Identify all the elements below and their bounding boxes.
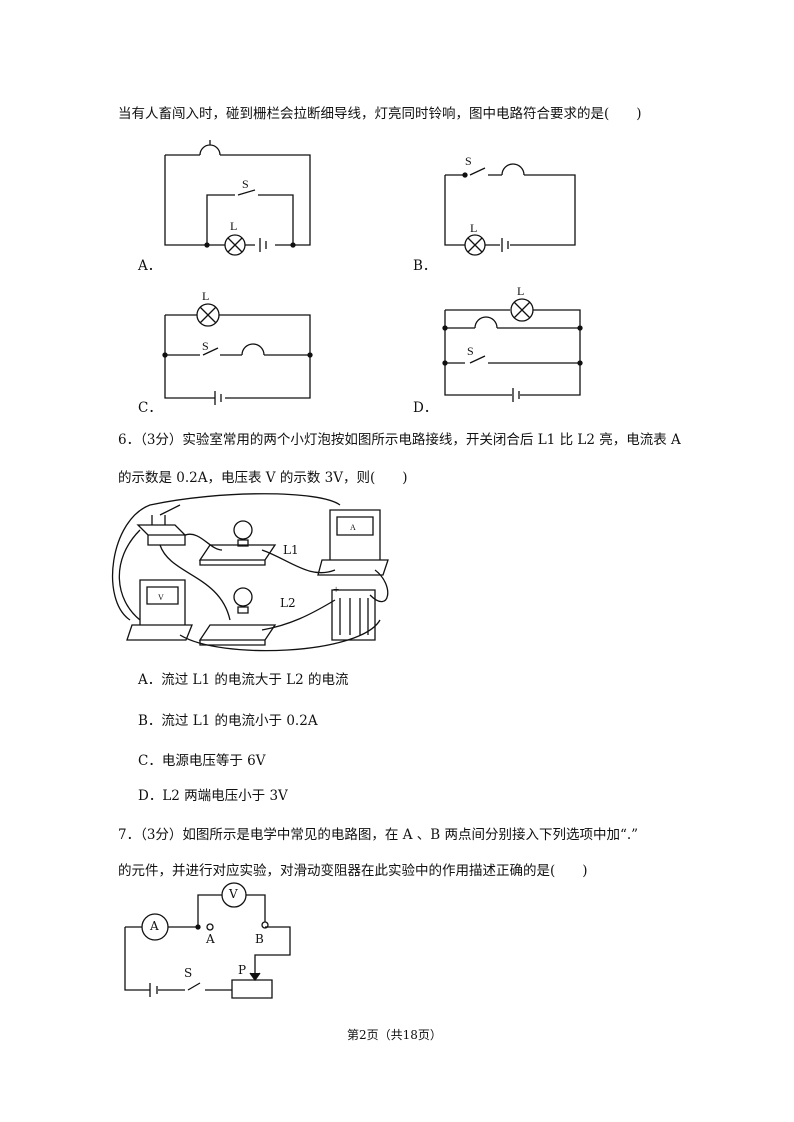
svg-text:L: L: [202, 289, 209, 303]
label-l2: L2: [280, 596, 296, 610]
svg-text:S: S: [242, 177, 249, 191]
q6-option-d: D．L2 两端电压小于 3V: [138, 788, 288, 804]
lab-circuit-figure: A V +: [111, 493, 389, 652]
q6-option-c: C．电源电压等于 6V: [138, 753, 266, 769]
q5-option-a: A．: [138, 258, 162, 274]
q5-stem: 当有人畜闯入时，碰到栅栏会拉断细导线，灯亮同时铃响，图中电路符合要求的是( ): [118, 106, 642, 122]
circuit-a: SL: [164, 140, 311, 256]
page-footer: 第2页（共18页）: [347, 1028, 442, 1042]
point-a-label: A: [206, 932, 215, 946]
circuit-b: SL: [444, 154, 576, 256]
circuit-d: LS: [442, 284, 583, 402]
label-l1: L1: [283, 543, 299, 557]
q7-stem-line1: 7．（3分）如图所示是电学中常见的电路图，在 A 、B 两点间分别接入下列选项中…: [118, 827, 639, 843]
voltmeter-label: V: [229, 887, 238, 901]
svg-text:L: L: [470, 221, 477, 235]
slider-p-label: P: [238, 963, 247, 977]
q6-stem-line2: 的示数是 0.2A，电压表 V 的示数 3V，则( ): [118, 470, 408, 486]
q5-option-c: C．: [138, 400, 162, 416]
svg-text:V: V: [158, 593, 164, 602]
svg-text:S: S: [465, 154, 472, 168]
svg-text:L: L: [517, 284, 524, 298]
svg-text:L: L: [230, 219, 237, 233]
q5-option-d: D．: [413, 400, 438, 416]
q6-option-b: B．流过 L1 的电流小于 0.2A: [138, 713, 318, 729]
q6-stem-line1: 6．（3分）实验室常用的两个小灯泡按如图所示电路接线，开关闭合后 L1 比 L2…: [118, 432, 681, 448]
q6-option-a: A．流过 L1 的电流大于 L2 的电流: [138, 672, 349, 688]
q7-circuit: [124, 882, 291, 999]
switch-s-label: S: [184, 966, 193, 980]
svg-text:A: A: [350, 523, 356, 532]
point-b-label: B: [255, 932, 264, 946]
ammeter-label: A: [150, 919, 159, 933]
circuit-c: LS: [162, 289, 313, 405]
q7-stem-line2: 的元件，并进行对应实验，对滑动变阻器在此实验中的作用描述正确的是( ): [118, 863, 588, 879]
svg-text:S: S: [202, 339, 209, 353]
svg-text:+: +: [333, 584, 339, 596]
svg-text:S: S: [467, 344, 474, 358]
q5-option-b: B．: [413, 258, 437, 274]
